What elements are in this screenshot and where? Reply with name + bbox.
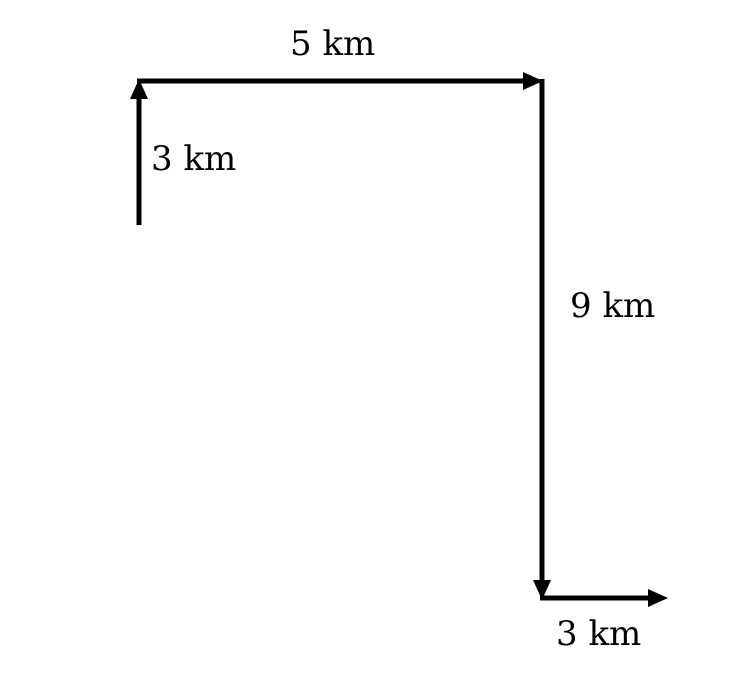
east-distance-label-2: 3 km	[556, 614, 642, 654]
south-distance-label: 9 km	[570, 286, 656, 326]
vector-east-2-arrowhead	[648, 589, 668, 607]
vector-north-arrowhead	[130, 79, 148, 99]
vector-east-1-arrowhead	[523, 72, 543, 90]
vector-south-arrowhead	[533, 580, 551, 600]
north-distance-label: 3 km	[151, 139, 237, 179]
east-distance-label-1: 5 km	[290, 24, 376, 64]
